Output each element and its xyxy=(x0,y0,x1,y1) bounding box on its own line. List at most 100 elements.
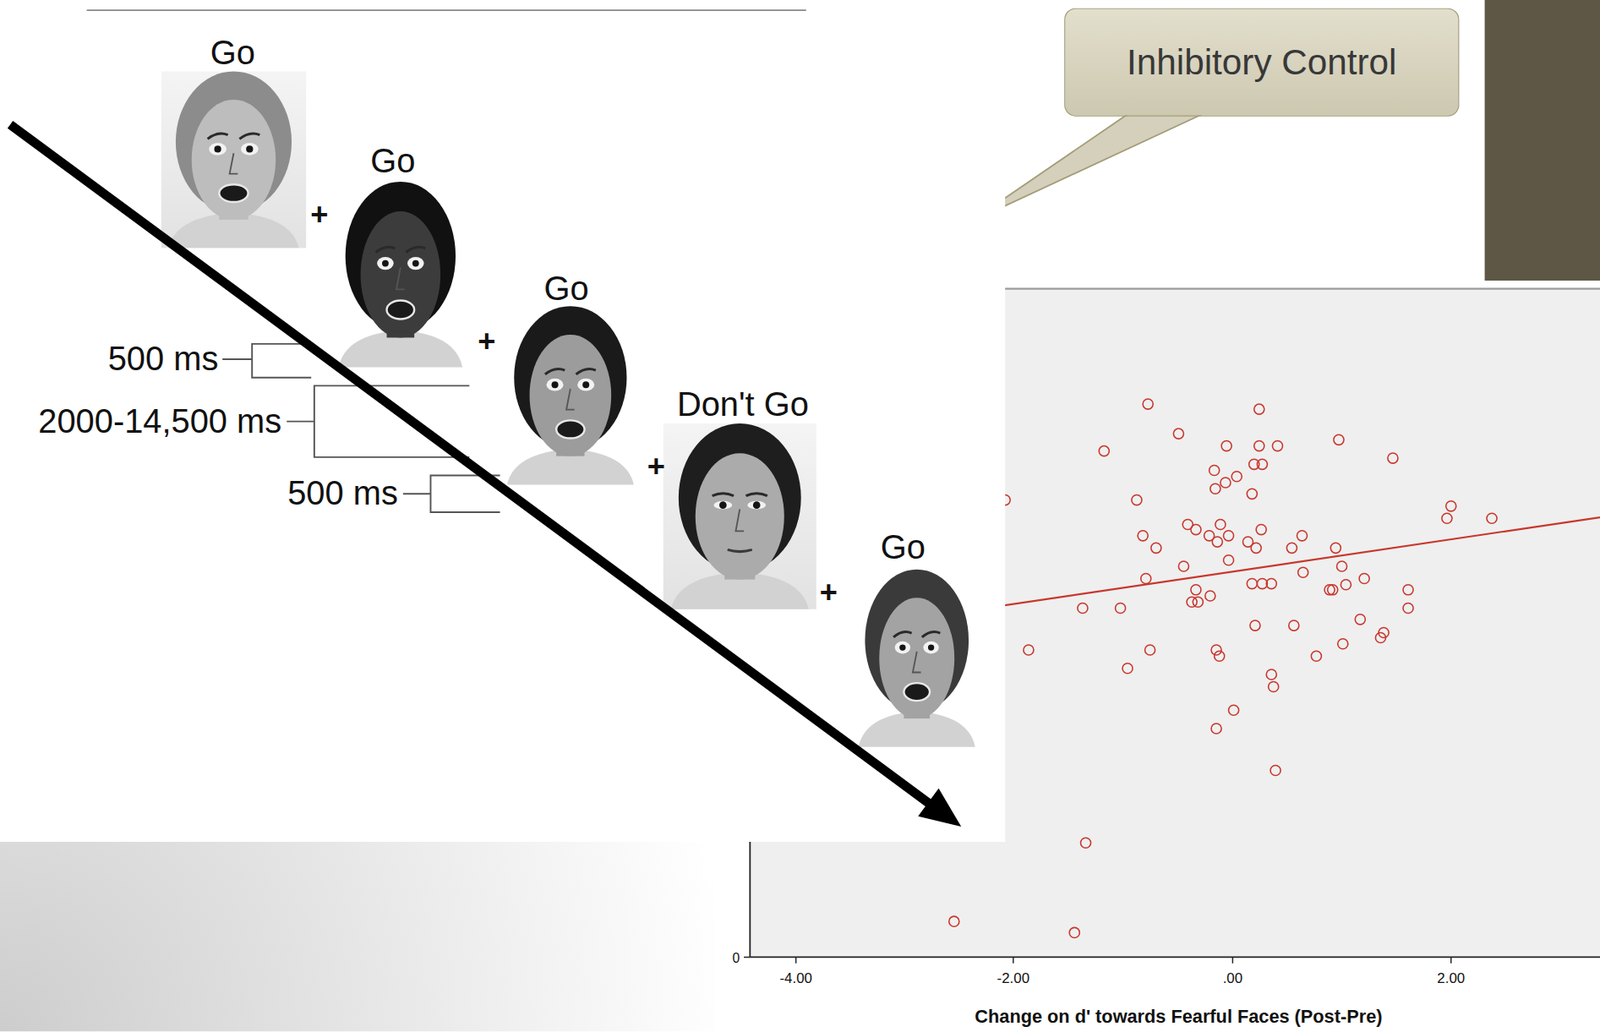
data-point xyxy=(1327,584,1338,596)
data-point xyxy=(1268,681,1279,692)
data-point xyxy=(1223,555,1235,566)
data-point xyxy=(1286,542,1297,553)
data-point xyxy=(1141,573,1152,584)
data-point xyxy=(1250,620,1261,631)
axis-tick xyxy=(1232,956,1234,963)
data-point xyxy=(1375,633,1386,644)
data-point xyxy=(1486,513,1497,524)
data-point xyxy=(1296,530,1307,541)
axis-tick-label: -4.00 xyxy=(779,970,813,987)
data-point xyxy=(1173,428,1184,439)
data-point xyxy=(1122,663,1133,674)
data-point xyxy=(1142,398,1153,410)
data-point xyxy=(1178,561,1189,572)
face-photo xyxy=(858,569,976,748)
data-point xyxy=(1256,458,1267,470)
data-point xyxy=(1441,513,1453,524)
data-point xyxy=(1266,669,1277,680)
axis-tick-label: .00 xyxy=(1223,970,1244,987)
data-point xyxy=(1098,446,1109,457)
face-photo xyxy=(161,71,306,249)
axis-tick-label: 2.00 xyxy=(1436,970,1465,987)
axis-tick xyxy=(1012,956,1014,963)
data-point xyxy=(1231,471,1242,482)
data-point xyxy=(1337,561,1348,572)
callout-text: Inhibitory Control xyxy=(1126,41,1397,82)
illustration-panel xyxy=(0,0,1005,842)
axis-tick-label: -2.00 xyxy=(997,970,1031,987)
data-point xyxy=(1205,590,1216,601)
data-point xyxy=(1255,524,1267,536)
data-point xyxy=(1310,650,1322,661)
data-point xyxy=(1190,584,1202,596)
data-point xyxy=(1387,453,1398,464)
data-point xyxy=(1298,567,1309,578)
data-point xyxy=(1215,519,1226,530)
data-point xyxy=(1403,602,1414,613)
data-point xyxy=(1246,488,1257,499)
data-point xyxy=(1186,596,1197,607)
data-point xyxy=(1023,644,1034,656)
x-axis xyxy=(749,956,1600,959)
face-photo xyxy=(507,305,634,485)
data-point xyxy=(1077,602,1088,613)
callout-box: Inhibitory Control xyxy=(1064,8,1459,117)
data-point xyxy=(1330,542,1341,553)
data-point xyxy=(1211,723,1222,734)
data-point xyxy=(1254,441,1265,452)
data-point xyxy=(1254,404,1265,415)
data-point xyxy=(1223,530,1235,541)
scatter-points xyxy=(949,398,1497,938)
data-point xyxy=(1209,465,1220,476)
time-arrow xyxy=(10,124,929,803)
data-point xyxy=(1403,584,1414,596)
rule-line xyxy=(87,9,807,11)
data-point xyxy=(1210,483,1221,494)
data-point xyxy=(1137,530,1148,541)
data-point xyxy=(1151,542,1162,553)
face-photo xyxy=(338,181,464,368)
data-point xyxy=(1266,578,1277,590)
data-point xyxy=(1131,495,1142,506)
trial-label: Go xyxy=(370,142,416,181)
fixation-cross: + xyxy=(477,323,496,358)
axis-tick-label: 0 xyxy=(732,951,741,967)
fixation-cross: + xyxy=(819,574,838,609)
accent-block xyxy=(1485,0,1600,281)
timing-label: 2000-14,500 ms xyxy=(38,403,282,441)
data-point xyxy=(1214,650,1225,661)
data-point xyxy=(1246,578,1257,590)
data-point xyxy=(1333,434,1344,445)
data-point xyxy=(1192,596,1203,607)
timing-label: 500 ms xyxy=(108,340,219,378)
axis-tick xyxy=(743,956,750,958)
data-point xyxy=(1250,542,1262,553)
data-point xyxy=(1359,573,1370,584)
data-point xyxy=(1145,644,1156,656)
data-point xyxy=(1069,927,1080,938)
data-point xyxy=(1270,764,1281,776)
data-point xyxy=(1212,536,1223,547)
timing-bracket xyxy=(222,344,312,378)
data-point xyxy=(1220,477,1231,488)
data-point xyxy=(949,916,960,927)
trial-label: Go xyxy=(880,529,926,567)
data-point xyxy=(1211,644,1222,656)
data-point xyxy=(1446,501,1457,512)
trial-label: Go xyxy=(543,270,589,308)
axis-tick xyxy=(795,956,797,963)
data-point xyxy=(1340,579,1351,590)
trial-label: Go xyxy=(210,34,256,72)
data-point xyxy=(1190,524,1202,536)
data-point xyxy=(1272,441,1283,452)
timing-label: 500 ms xyxy=(287,475,399,513)
axis-tick xyxy=(1450,956,1452,963)
fixation-cross: + xyxy=(310,197,328,232)
data-point xyxy=(1221,441,1232,452)
data-point xyxy=(1288,620,1300,631)
trial-label: Don't Go xyxy=(677,386,809,424)
data-point xyxy=(1337,638,1349,650)
